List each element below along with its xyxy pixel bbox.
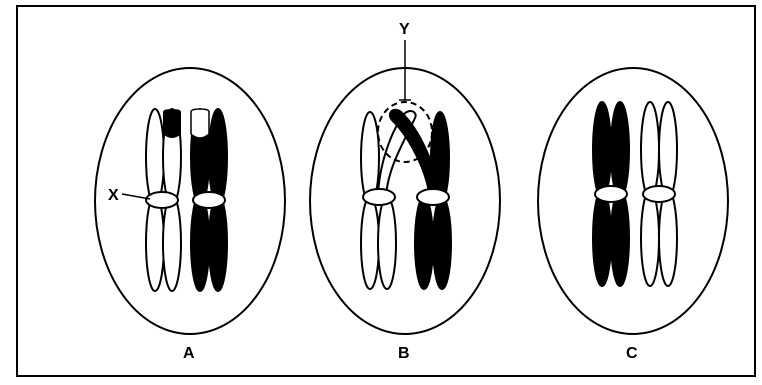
cell-a-label: A <box>183 345 195 362</box>
cell-c-centromere-light <box>643 186 675 202</box>
callout-x-label: X <box>108 187 119 204</box>
cell-c: C <box>538 68 728 362</box>
cell-b-label: B <box>398 345 410 362</box>
cell-c-label: C <box>626 345 638 362</box>
cell-b-membrane <box>310 68 500 334</box>
cell-a-membrane <box>95 68 285 334</box>
cell-b-centromere-light <box>363 189 395 205</box>
callout-x-pointer <box>122 194 150 199</box>
cell-a-centromere-light <box>146 192 178 208</box>
cell-b: Y B <box>310 21 500 362</box>
cell-c-centromere-dark <box>595 186 627 202</box>
cell-b-centromere-dark <box>417 189 449 205</box>
cell-a: X A <box>95 68 285 362</box>
cell-c-membrane <box>538 68 728 334</box>
cell-a-centromere-dark <box>193 192 225 208</box>
callout-y-label: Y <box>399 21 410 38</box>
